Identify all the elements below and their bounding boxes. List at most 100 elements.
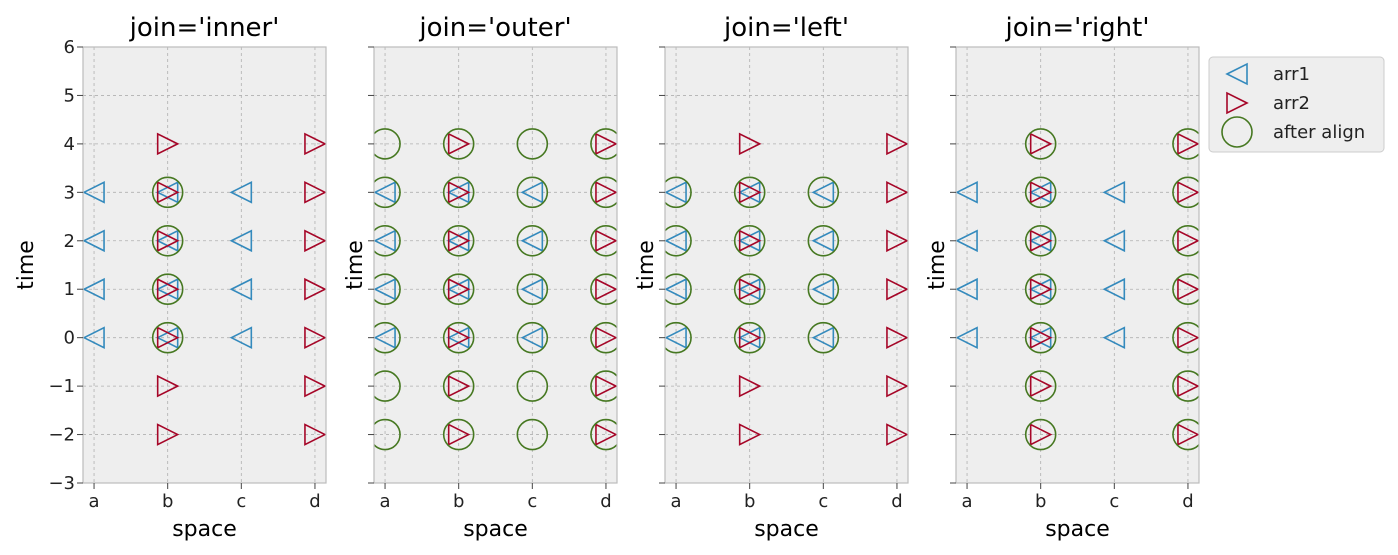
plot-frame: [373, 46, 618, 484]
x-tick-label: d: [1182, 491, 1193, 512]
after-align-marker: [442, 321, 475, 354]
after-align-marker: [1024, 224, 1057, 257]
arr1-marker: [520, 326, 544, 349]
after-align-marker: [1172, 370, 1199, 402]
arr2-marker: [1177, 277, 1199, 301]
arr2-marker: [738, 374, 762, 398]
arr2-marker: [738, 132, 762, 156]
after-align-marker: [374, 176, 401, 209]
arr2-marker: [304, 277, 326, 301]
arr1-marker: [956, 277, 978, 301]
arr2-marker: [156, 229, 180, 253]
x-tick-label: d: [600, 491, 611, 512]
x-tick-label: d: [891, 491, 902, 512]
arr1-marker: [83, 277, 105, 301]
x-tick-label: c: [236, 491, 246, 512]
x-tick-label: a: [89, 491, 100, 512]
y-tick-label: 4: [64, 134, 75, 155]
arr2-marker: [447, 423, 471, 446]
after-align-marker: [516, 418, 549, 451]
arr2-marker: [886, 374, 908, 398]
plot-background: [83, 47, 326, 483]
plot-background: [665, 47, 908, 483]
after-align-marker: [442, 273, 475, 306]
after-align-marker: [1172, 176, 1199, 209]
arr1-marker: [229, 181, 253, 204]
after-align-marker: [1024, 176, 1057, 209]
after-align-marker: [1024, 273, 1057, 306]
grid: [374, 46, 617, 484]
arr2-marker: [1029, 277, 1053, 301]
plot-frame: [664, 46, 909, 484]
panel-title: join='inner': [129, 13, 280, 43]
arr2-marker: [447, 132, 471, 156]
y-tick-label: −1: [48, 376, 75, 397]
arr2-marker: [1029, 374, 1053, 398]
after-align-marker: [151, 321, 184, 354]
after-align-marker: [151, 176, 184, 209]
arr2-marker: [595, 374, 617, 398]
after-align-marker: [733, 273, 766, 306]
after-align-marker: [590, 128, 617, 160]
after-align-marker: [374, 273, 401, 306]
after-align-marker: [516, 176, 549, 209]
x-tick-label: c: [1109, 491, 1119, 512]
after-align-marker: [516, 273, 549, 306]
after-align-marker: [590, 370, 617, 402]
after-align-marker: [1172, 128, 1199, 160]
arr2-marker: [595, 132, 617, 156]
arr2-marker: [447, 277, 471, 301]
arr2-marker: [886, 229, 908, 253]
after-align-marker: [516, 224, 549, 257]
arr1-marker: [665, 229, 687, 253]
arr1-marker: [520, 277, 544, 301]
after-align-marker: [590, 418, 617, 451]
after-align-marker: [665, 224, 692, 257]
y-tick-label: 0: [64, 328, 75, 349]
arr2-marker: [1029, 423, 1053, 446]
after-align-marker: [442, 176, 475, 209]
x-tick-label: b: [1035, 491, 1046, 512]
plot-background: [374, 47, 617, 483]
arr1-marker: [374, 326, 396, 349]
after-align-marker: [733, 224, 766, 257]
arr1-marker: [83, 326, 105, 349]
arr1-marker: [520, 181, 544, 204]
after-align-marker: [1172, 321, 1199, 354]
after-align-marker: [374, 128, 401, 160]
after-align-marker: [807, 321, 840, 354]
arr2-marker: [738, 181, 762, 204]
x-axis-label: space: [754, 517, 819, 542]
y-axis-label: time: [14, 240, 39, 290]
legend-arr2-marker: [1226, 91, 1249, 115]
plot-frame: [82, 46, 327, 484]
after-align-marker: [151, 224, 184, 257]
y-tick-label: 5: [64, 85, 75, 106]
arr2-marker: [1029, 326, 1053, 349]
arr2-marker: [595, 326, 617, 349]
after-align-marker: [1024, 370, 1057, 402]
arr1-marker: [229, 277, 253, 301]
arr2-marker: [886, 326, 908, 349]
panel-title: join='left': [723, 13, 849, 43]
arr2-marker: [447, 374, 471, 398]
x-axis-label: space: [463, 517, 528, 542]
x-tick-label: a: [671, 491, 682, 512]
y-tick-label: −3: [48, 473, 75, 494]
after-align-marker: [807, 224, 840, 257]
arr1-marker: [520, 229, 544, 253]
arr2-marker: [886, 277, 908, 301]
arr2-marker: [1177, 181, 1199, 204]
arr2-marker: [1177, 132, 1199, 156]
arr1-marker: [1102, 277, 1126, 301]
arr2-marker: [738, 277, 762, 301]
y-axis-label: time: [343, 240, 368, 290]
x-axis-label: space: [172, 517, 237, 542]
arr2-marker: [447, 181, 471, 204]
after-align-marker: [1024, 418, 1057, 451]
y-axis-label: time: [634, 240, 659, 290]
x-tick-label: c: [818, 491, 828, 512]
